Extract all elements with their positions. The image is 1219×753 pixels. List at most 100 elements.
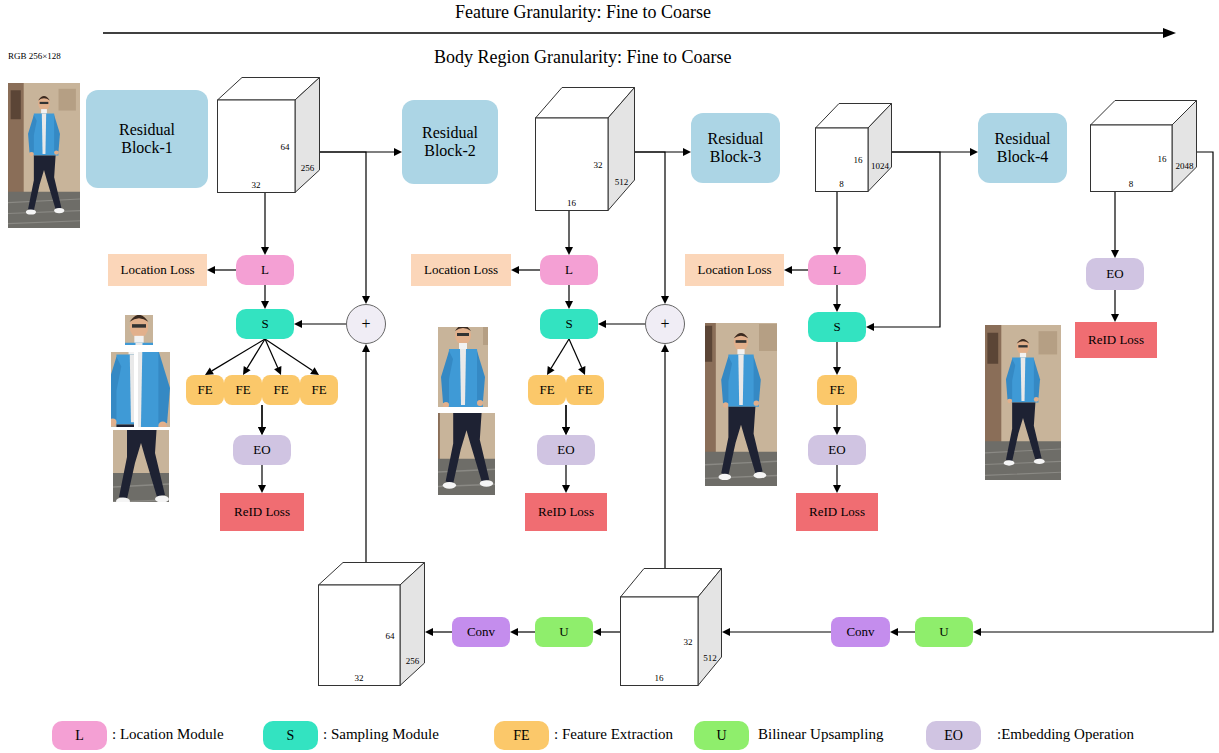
arrowhead bbox=[562, 485, 570, 493]
box-label: Conv bbox=[467, 625, 495, 640]
legend-text: Bilinear Upsampling bbox=[758, 726, 883, 743]
connector bbox=[833, 285, 841, 312]
sum-junction: + bbox=[645, 304, 685, 344]
lower-body-crop bbox=[419, 316, 514, 506]
connector bbox=[294, 320, 346, 328]
arrowhead bbox=[562, 427, 570, 435]
box-label: FE bbox=[235, 383, 250, 398]
arrowhead bbox=[207, 266, 215, 274]
box-label: FE bbox=[197, 383, 212, 398]
sampling-module: S bbox=[540, 309, 598, 339]
dimension-label: 32 bbox=[252, 181, 261, 190]
arrowhead bbox=[362, 296, 370, 304]
sum-junction: + bbox=[346, 304, 386, 344]
arrowhead bbox=[425, 628, 433, 636]
connector bbox=[258, 405, 266, 435]
connector-line bbox=[247, 339, 265, 368]
box-label: FE bbox=[577, 383, 592, 398]
legend-symbol: EO bbox=[944, 728, 963, 744]
connector-line bbox=[568, 211, 569, 247]
box-label: Location Loss bbox=[120, 263, 194, 278]
arrowhead bbox=[661, 296, 669, 304]
connector-line bbox=[635, 152, 665, 296]
feature-map-cube: 3251216 bbox=[620, 568, 722, 686]
connector bbox=[598, 320, 645, 328]
legend-swatch: S bbox=[263, 721, 318, 750]
box-label: ReID Loss bbox=[538, 505, 594, 520]
dimension-label: 32 bbox=[684, 637, 693, 646]
torso-left-crop bbox=[73, 304, 194, 546]
arrowhead bbox=[970, 148, 978, 156]
connector-line bbox=[302, 323, 346, 324]
location-module: L bbox=[808, 255, 866, 285]
arrowhead bbox=[261, 301, 269, 309]
arrowhead bbox=[890, 628, 898, 636]
arrowhead bbox=[833, 485, 841, 493]
dimension-label: 64 bbox=[386, 631, 395, 640]
connector bbox=[510, 628, 535, 636]
location-module: L bbox=[540, 255, 598, 285]
legend-text: : Sampling Module bbox=[323, 726, 439, 743]
connector bbox=[243, 339, 265, 375]
connector-line bbox=[1114, 290, 1115, 314]
feature-extraction-module: FE bbox=[224, 375, 262, 405]
box-label: Location Loss bbox=[697, 263, 771, 278]
axis-caption: Feature Granularity: Fine to Coarse bbox=[455, 2, 711, 23]
dimension-label: 16 bbox=[655, 674, 664, 683]
residual-block: Residual Block-4 bbox=[978, 113, 1067, 183]
cube-faces bbox=[217, 77, 320, 193]
arrowhead bbox=[258, 427, 266, 435]
connector-line bbox=[836, 192, 837, 247]
connector bbox=[722, 628, 831, 636]
torso-right-crop bbox=[65, 286, 210, 577]
cube-faces bbox=[620, 568, 722, 686]
arrowhead bbox=[294, 320, 302, 328]
connector-line bbox=[836, 465, 837, 485]
input-size-note: RGB 256×128 bbox=[8, 51, 61, 61]
box-label: EO bbox=[828, 443, 845, 458]
box-label: EO bbox=[557, 443, 574, 458]
connector-line bbox=[836, 342, 837, 367]
arrowhead bbox=[362, 344, 370, 352]
legend-text: : Location Module bbox=[112, 726, 224, 743]
connector bbox=[362, 344, 370, 562]
connector bbox=[261, 285, 269, 309]
granularity-arrow bbox=[103, 32, 1166, 34]
connector-line bbox=[568, 285, 569, 301]
arrowhead bbox=[833, 367, 841, 375]
granularity-arrowhead bbox=[1163, 28, 1176, 38]
arrowhead bbox=[562, 427, 570, 435]
connector-line bbox=[261, 405, 262, 427]
connector bbox=[207, 266, 236, 274]
upsampling-module: U bbox=[915, 617, 973, 647]
box-label: Residual Block-3 bbox=[699, 130, 772, 167]
location-module: L bbox=[236, 255, 294, 285]
feature-map-cube: 6425632 bbox=[217, 77, 320, 193]
box-label: S bbox=[565, 317, 572, 332]
box-label: Location Loss bbox=[424, 263, 498, 278]
connector-line bbox=[518, 631, 535, 632]
feature-map-cube: 6425632 bbox=[318, 562, 425, 686]
arrowhead bbox=[547, 366, 555, 375]
connector-line bbox=[565, 405, 566, 427]
connector-line bbox=[320, 152, 366, 296]
connector-line bbox=[264, 285, 265, 301]
connector-line bbox=[551, 339, 569, 368]
arrowhead bbox=[833, 427, 841, 435]
box-label: + bbox=[660, 315, 669, 333]
location-loss-box: Location Loss bbox=[685, 254, 784, 286]
connector-line bbox=[569, 339, 582, 368]
connector bbox=[833, 192, 841, 255]
connector bbox=[565, 211, 573, 255]
connector-line bbox=[874, 152, 940, 327]
dimension-label: 64 bbox=[281, 142, 290, 151]
connector-line bbox=[433, 631, 452, 632]
arrowhead bbox=[578, 366, 585, 375]
arrowhead bbox=[258, 427, 266, 435]
legend-swatch: FE bbox=[494, 721, 549, 750]
box-label: Residual Block-1 bbox=[106, 121, 188, 158]
legs-crop bbox=[91, 323, 191, 523]
connector bbox=[833, 465, 841, 493]
feature-extraction-module: FE bbox=[566, 375, 604, 405]
connector-line bbox=[730, 631, 831, 632]
